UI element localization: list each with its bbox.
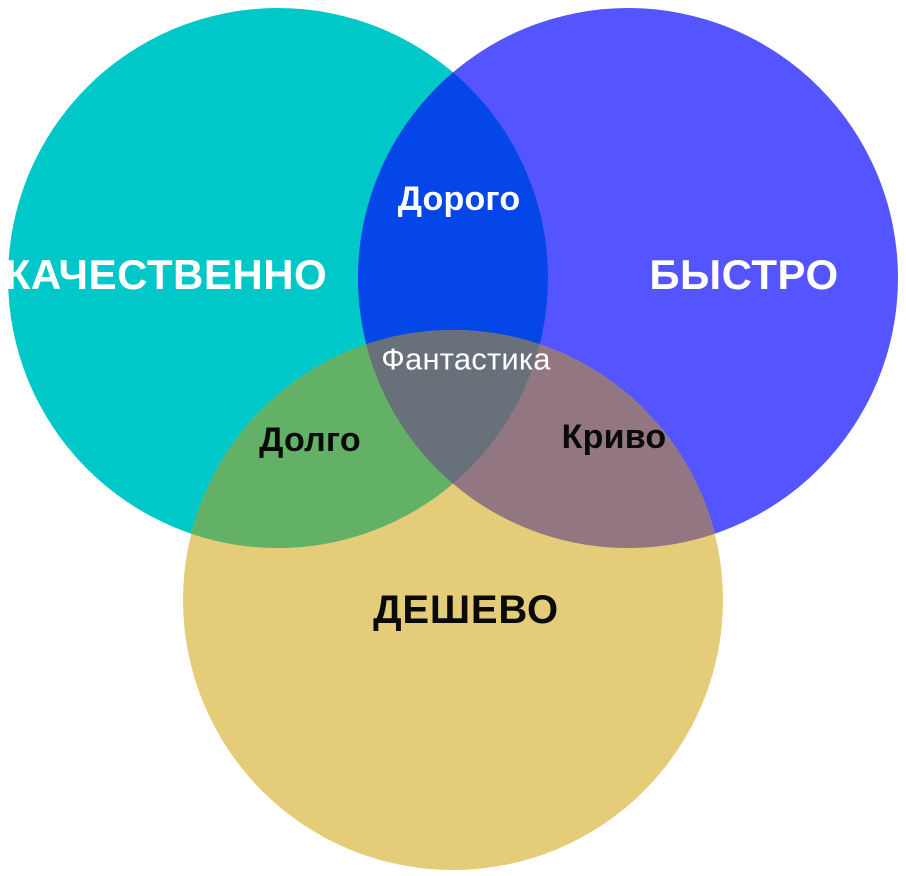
label-fast-cheap: Криво [561,418,667,456]
label-cheap: ДЕШЕВО [373,588,559,632]
label-fast: БЫСТРО [649,251,839,298]
label-quality-cheap: Долго [259,421,361,459]
label-quality: КАЧЕСТВЕННО [4,251,328,298]
label-quality-fast: Дорого [397,180,521,218]
label-all-three: Фантастика [381,341,551,377]
